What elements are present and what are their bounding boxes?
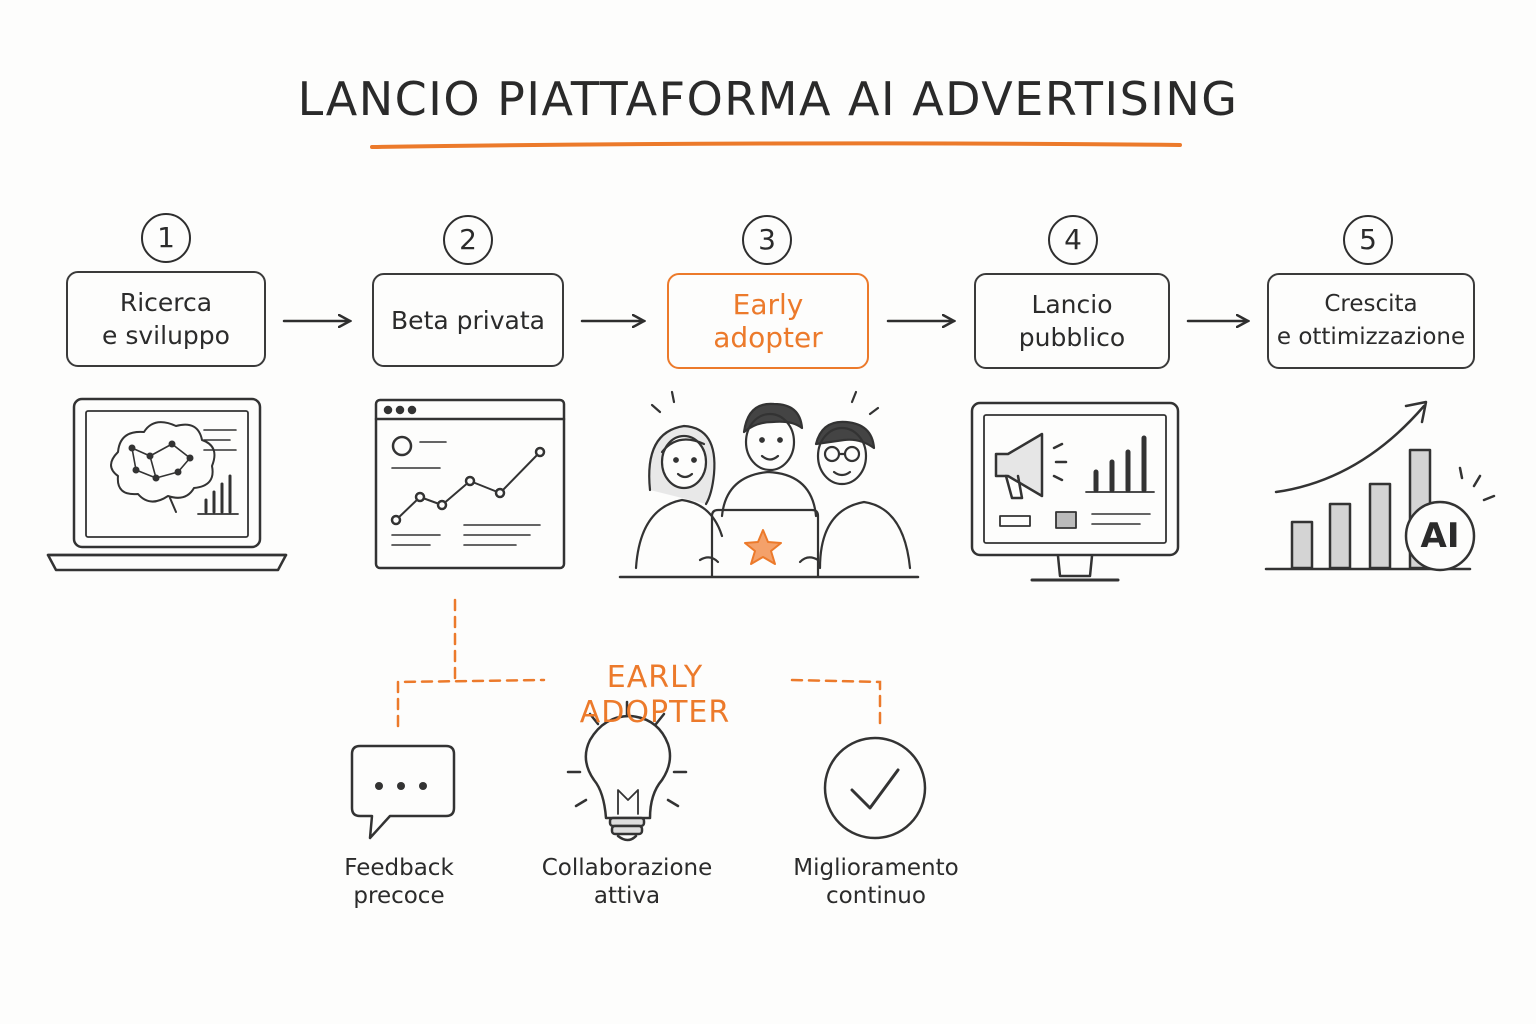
benefit-label-line: Feedback <box>344 855 454 881</box>
step-label-line: e ottimizzazione <box>1276 324 1466 350</box>
growth-ai-icon <box>1264 400 1496 572</box>
step-box-research: Ricerca e sviluppo <box>66 271 266 367</box>
benefit-label-line: attiva <box>593 883 661 909</box>
step-box-public-launch: Lancio pubblico <box>974 273 1170 369</box>
step-box-private-beta: Beta privata <box>372 273 564 367</box>
early-adopter-label: EARLY ADOPTER <box>579 660 731 730</box>
benefit-label-line: continuo <box>826 883 926 909</box>
step-label-line: Crescita <box>1324 291 1418 317</box>
step-number-5: 5 <box>1343 215 1393 265</box>
benefit-collaboration: Collaborazione attiva <box>517 854 737 910</box>
step-label-line: Ricerca <box>119 288 213 317</box>
step-label-line: Lancio <box>1031 290 1113 319</box>
benefit-improvement: Miglioramento continuo <box>766 854 986 910</box>
step-box-growth: Crescita e ottimizzazione <box>1267 273 1475 369</box>
step-number-1: 1 <box>141 213 191 263</box>
step-label-line: e sviluppo <box>102 321 230 350</box>
monitor-megaphone-icon <box>970 401 1180 582</box>
speech-bubble-icon <box>350 744 456 840</box>
step-label-line: Beta privata <box>391 305 545 335</box>
title-underline <box>370 141 1182 149</box>
step-box-early-adopter: Early adopter <box>667 273 869 369</box>
lightbulb-icon <box>566 700 688 842</box>
checkmark-circle-icon <box>823 736 927 840</box>
step-number-4: 4 <box>1048 215 1098 265</box>
step-number-3: 3 <box>742 215 792 265</box>
step-number-2: 2 <box>443 215 493 265</box>
ai-badge: AI <box>1420 516 1460 556</box>
step-label-line: pubblico <box>1018 323 1126 352</box>
page-title: LANCIO PIATTAFORMA AI ADVERTISING <box>297 72 1239 126</box>
browser-chart-icon <box>374 398 566 570</box>
people-laptop-icon <box>618 390 920 579</box>
early-adopter-connectors <box>396 598 882 728</box>
benefit-label-line: precoce <box>353 883 445 909</box>
step-label-line: Early <box>732 288 804 321</box>
benefit-label-line: Collaborazione <box>541 855 713 881</box>
benefit-label-line: Miglioramento <box>793 855 959 881</box>
laptop-brain-icon <box>46 397 288 572</box>
benefit-feedback: Feedback precoce <box>289 854 509 910</box>
step-label-line: adopter <box>713 321 823 354</box>
